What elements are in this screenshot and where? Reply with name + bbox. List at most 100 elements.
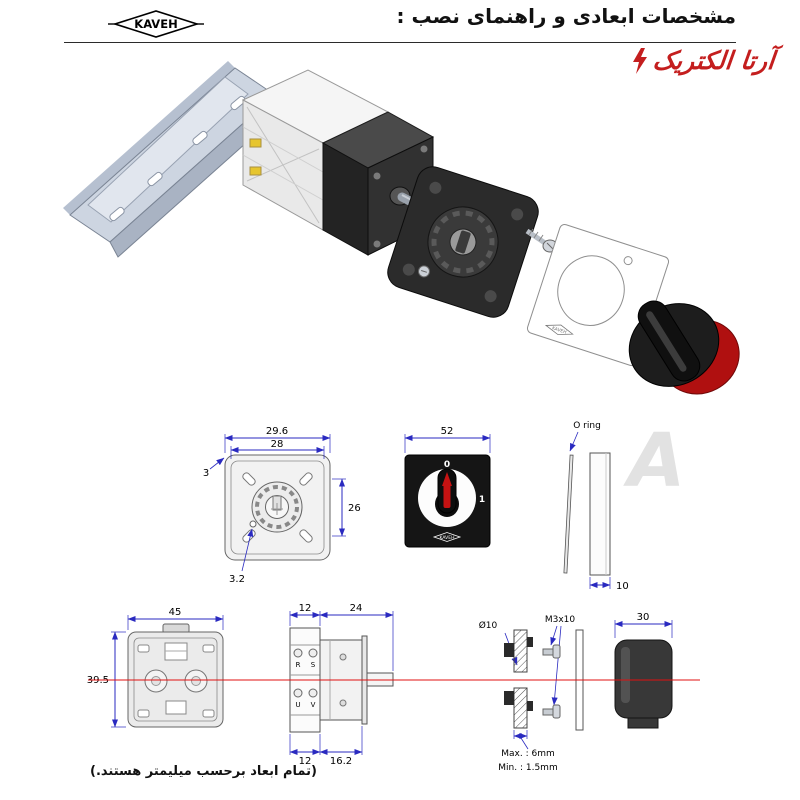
corner-slot — [202, 709, 215, 718]
dim-52: 52 — [441, 426, 454, 437]
dim-26: 26 — [348, 503, 361, 514]
handle-side-view: 30 — [614, 612, 673, 729]
panel-screw-hole — [623, 256, 633, 266]
screw-thread — [533, 231, 539, 239]
panel-logo: KAVEH — [544, 324, 574, 336]
plate-corner-post — [484, 290, 497, 303]
clamp-jaw — [504, 691, 514, 705]
position-0-label: 0 — [444, 460, 450, 470]
small-hole — [249, 520, 257, 528]
dim-30: 30 — [637, 612, 650, 623]
logo-diamond — [112, 10, 200, 38]
plate-screw — [418, 265, 431, 278]
rail-top-edge — [63, 61, 235, 215]
panel-bar-upper — [513, 629, 528, 673]
dimension-back-view: 29.6 28 3 26 3.2 — [203, 426, 361, 585]
terminal-screw — [293, 648, 303, 658]
body-seam — [242, 126, 324, 173]
screw-thread — [528, 228, 534, 236]
terminal-S: S — [311, 661, 316, 669]
exploded-view: KAVEH — [63, 61, 740, 395]
din-rail — [63, 61, 284, 258]
kaveh-logo-text: KAVEH — [134, 17, 177, 31]
handle-knob — [628, 300, 740, 395]
body-brace — [246, 148, 320, 182]
panel-section-view: Ø10 M3x10 — [479, 615, 584, 773]
screw-size-label: M3x10 — [545, 615, 576, 625]
plate-corner-post — [429, 181, 442, 194]
panel-bar-lower — [513, 687, 528, 729]
rail-slot — [192, 130, 208, 146]
dim-28: 28 — [271, 439, 284, 450]
hole-diameter-label: Ø10 — [479, 620, 498, 631]
body-seam — [242, 154, 324, 201]
units-note: (تمام ابعاد برحسب میلیمتر هستند.) — [90, 764, 317, 779]
dim-12-bottom: 12 — [299, 756, 312, 767]
screw-thread — [538, 234, 544, 242]
block-corner-hole — [373, 172, 381, 180]
rail-slot — [109, 206, 125, 222]
dim-24: 24 — [350, 603, 363, 614]
rear-view: 45 39.5 — [87, 607, 224, 728]
corner-slot — [202, 644, 215, 653]
terminal-screw — [293, 688, 303, 698]
handle-highlight — [621, 647, 630, 703]
corner-slot — [299, 472, 313, 486]
mounting-screw — [525, 228, 558, 253]
terminal-marker — [249, 166, 262, 176]
block-corner-hole — [420, 145, 428, 153]
grip-highlight — [646, 311, 687, 372]
clamp-jaw — [504, 643, 514, 657]
dim-45: 45 — [169, 607, 182, 618]
screw-head — [552, 644, 561, 659]
front-logo-text: KAVEH — [440, 535, 455, 541]
dimension-front-view: 52 0 1 KAVEH — [404, 426, 491, 548]
hub-key-slot — [455, 230, 471, 254]
knob-red-arrow — [442, 472, 452, 486]
clamp-jaw — [527, 637, 533, 647]
hub-splines — [255, 485, 299, 529]
kaveh-logo: KAVEH — [108, 8, 204, 44]
terminal-U: U — [295, 701, 300, 709]
screw-shaft — [542, 708, 554, 716]
oring-section — [563, 454, 574, 574]
leader-line — [569, 431, 579, 452]
rail-slot — [230, 95, 246, 111]
corner-slot — [299, 529, 313, 543]
panel-screw — [542, 704, 561, 719]
dim-3-2: 3.2 — [229, 574, 245, 585]
screw-slot — [546, 242, 554, 250]
terminal-V: V — [311, 701, 316, 709]
logo-diamond — [544, 324, 574, 335]
leader-line — [241, 528, 254, 572]
dim-3: 3 — [203, 468, 209, 479]
position-1-label: 1 — [479, 495, 485, 505]
back-body-inner — [230, 460, 325, 555]
handle-foot — [627, 717, 659, 729]
terminal-screw — [308, 648, 318, 658]
dim-16-2: 16.2 — [330, 756, 352, 767]
clamp-jaw — [527, 701, 533, 711]
panel-screw — [542, 644, 561, 659]
panel-logo-text: KAVEH — [551, 325, 567, 335]
terminal-screw — [308, 688, 318, 698]
switch-front-block — [321, 111, 453, 256]
oring-label: O ring — [573, 421, 601, 431]
dim-10: 10 — [616, 581, 629, 592]
max-thickness-note: Max. : 6mm — [501, 749, 554, 759]
dim-12-top: 12 — [299, 603, 312, 614]
plate-corner-post — [402, 263, 415, 276]
brand-logo: آرتا الکتریک — [631, 46, 776, 75]
cam-wheel-center — [151, 676, 161, 686]
min-thickness-note: Min. : 1.5mm — [498, 763, 557, 773]
section-screw — [339, 699, 347, 707]
rail-slot — [147, 171, 163, 187]
dim-29-6: 29.6 — [266, 426, 288, 437]
mounting-plate — [387, 166, 539, 318]
leader-line — [209, 457, 225, 470]
cam-wheel-center — [191, 676, 201, 686]
panel-hole — [557, 255, 625, 326]
bottom-row: 45 39.5 — [87, 603, 700, 773]
kaveh-logo-graphic: KAVEH — [108, 10, 204, 38]
